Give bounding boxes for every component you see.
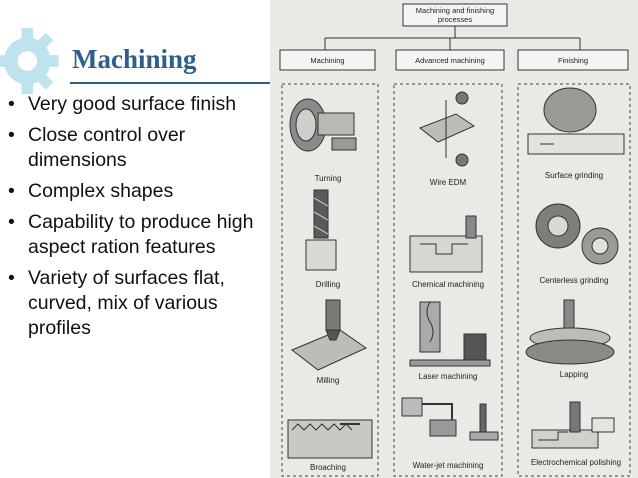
- caption-drilling: Drilling: [315, 280, 341, 289]
- caption-chemical-machining: Chemical machining: [411, 280, 485, 289]
- caption-milling: Milling: [316, 376, 340, 385]
- gear-icon: [0, 27, 59, 95]
- caption-surface-grinding: Surface grinding: [544, 171, 604, 180]
- bullet-item: Complex shapes: [6, 179, 276, 204]
- column-header-advanced: Advanced machining: [415, 56, 485, 65]
- caption-centerless-grinding: Centerless grinding: [539, 276, 609, 285]
- bullet-item: Very good surface finish: [6, 92, 276, 117]
- column-header-finishing: Finishing: [557, 56, 588, 65]
- slide-title: Machining: [72, 44, 197, 74]
- title-underline: [70, 82, 272, 84]
- caption-water-jet-machining: Water-jet machining: [412, 461, 484, 470]
- caption-laser-machining: Laser machining: [418, 372, 478, 381]
- caption-broaching: Broaching: [309, 463, 347, 472]
- bullet-item: Variety of surfaces flat, curved, mix of…: [6, 266, 276, 341]
- column-header-machining: Machining: [310, 56, 345, 65]
- bullet-item: Capability to produce high aspect ration…: [6, 210, 276, 260]
- caption-turning: Turning: [314, 174, 342, 183]
- caption-wire-edm: Wire EDM: [429, 178, 467, 187]
- figure-drawing: [279, 3, 631, 477]
- process-figure: Machining and finishing processes Machin…: [270, 0, 638, 478]
- bullet-item: Close control over dimensions: [6, 123, 276, 173]
- caption-electrochemical-polishing: Electrochemical polishing: [530, 458, 622, 467]
- figure-root-label: Machining and finishing processes: [415, 6, 495, 24]
- bullet-list: Very good surface finish Close control o…: [6, 92, 276, 347]
- caption-lapping: Lapping: [559, 370, 589, 379]
